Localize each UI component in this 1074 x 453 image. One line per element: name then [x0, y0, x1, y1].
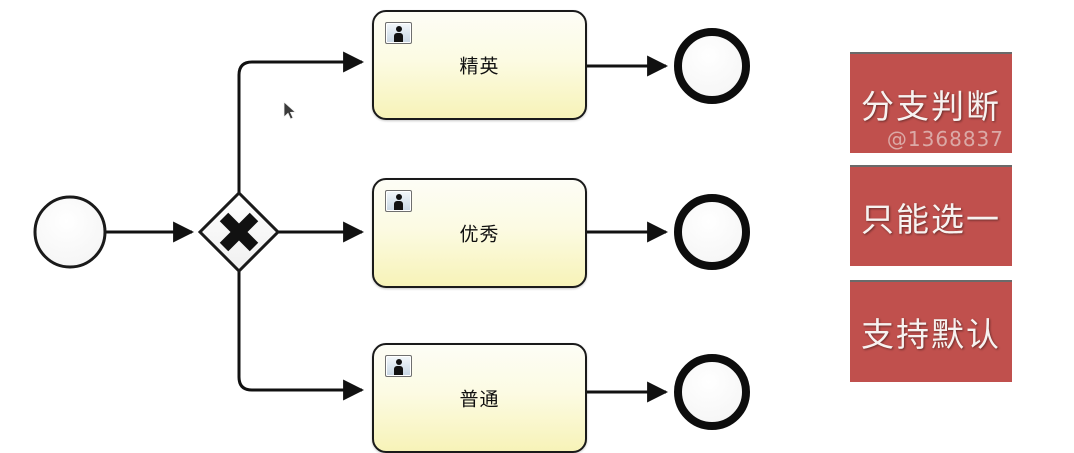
end-event-1[interactable] — [674, 28, 750, 104]
task-label-1: 精英 — [459, 55, 500, 78]
user-task-icon — [385, 22, 412, 44]
watermark-label: @1368837 — [886, 127, 1004, 151]
task-box-3[interactable]: 普通 — [372, 343, 587, 453]
flow-gateway-to-task-1 — [237, 51, 365, 194]
callout-box-3: 支持默认 — [850, 280, 1012, 382]
user-task-icon — [385, 355, 412, 377]
callout-text-3: 支持默认 — [861, 315, 1001, 354]
gateway-x-icon — [219, 212, 259, 252]
callout-text-2: 只能选一 — [861, 199, 1001, 239]
callout-text-1: 分支判断 — [861, 86, 1001, 126]
callout-box-2: 只能选一 — [850, 165, 1012, 266]
mouse-pointer-icon — [283, 101, 297, 120]
flow-gateway-to-task-3 — [237, 270, 365, 401]
task-label-2: 优秀 — [459, 223, 500, 246]
task-box-2[interactable]: 优秀 — [372, 178, 587, 288]
start-event[interactable] — [33, 195, 107, 269]
task-box-1[interactable]: 精英 — [372, 10, 587, 120]
end-event-3[interactable] — [674, 354, 750, 430]
task-label-3: 普通 — [459, 388, 500, 411]
user-task-icon — [385, 190, 412, 212]
callout-box-1: 分支判断 @1368837 — [850, 52, 1012, 153]
end-event-2[interactable] — [674, 194, 750, 270]
